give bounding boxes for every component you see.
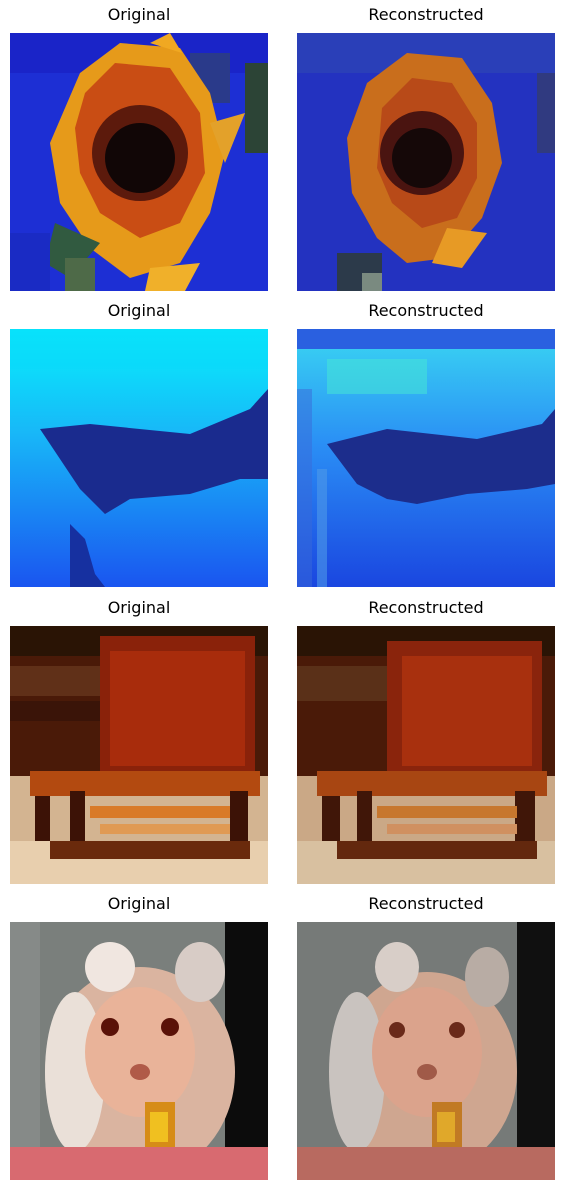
reconstructed-title: Reconstructed [368, 301, 484, 320]
reconstructed-sunflower-image [297, 33, 555, 291]
reconstructed-title: Reconstructed [368, 894, 484, 913]
reconstructed-title: Reconstructed [368, 5, 484, 24]
original-hamster-image [10, 922, 268, 1180]
reconstructed-whale-image [297, 329, 555, 587]
reconstructed-title: Reconstructed [368, 598, 484, 617]
reconstructed-chair-image [297, 626, 555, 884]
original-whale-image [10, 329, 268, 587]
original-chair-image [10, 626, 268, 884]
reconstructed-hamster-image [297, 922, 555, 1180]
original-title: Original [107, 301, 171, 320]
original-title: Original [107, 894, 171, 913]
original-title: Original [107, 5, 171, 24]
original-sunflower-image [10, 33, 268, 291]
original-title: Original [107, 598, 171, 617]
